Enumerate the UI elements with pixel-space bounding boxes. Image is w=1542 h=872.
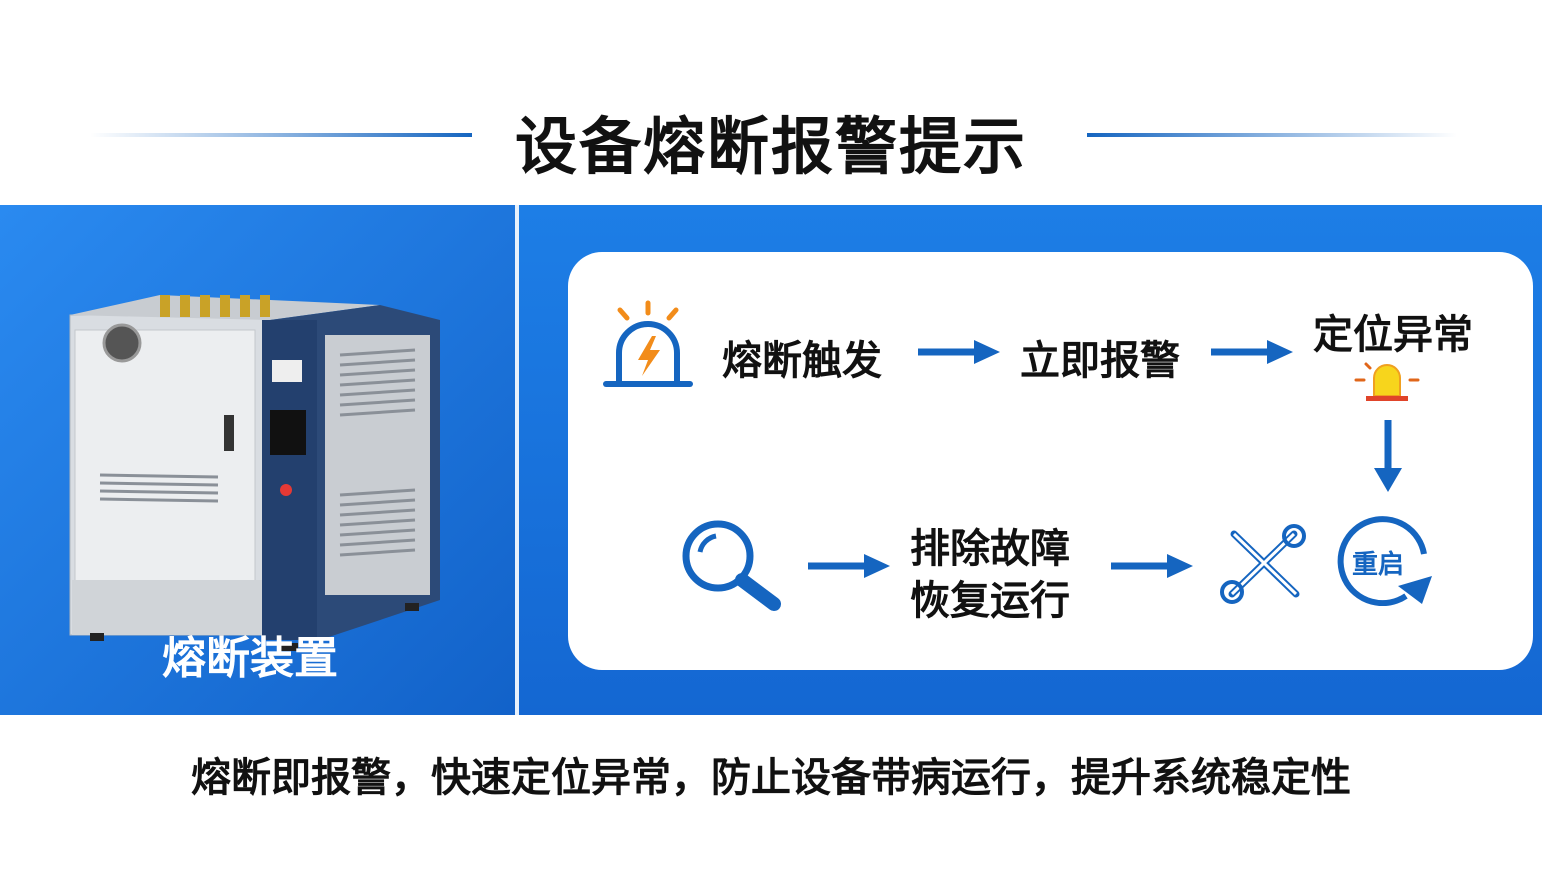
step-immediate-alarm: 立即报警 — [1020, 338, 1180, 384]
restart-icon: 重启 — [1336, 516, 1436, 606]
alarm-lightning-icon — [603, 300, 693, 387]
flow-card: 熔断触发 立即报警 定位异常 排除故障 恢复运行 重启 — [568, 252, 1533, 670]
summary-footer: 熔断即报警，快速定位异常，防止设备带病运行，提升系统稳定性 — [191, 755, 1351, 801]
title-decoration-left — [90, 133, 472, 137]
arrow-down-icon — [1374, 420, 1402, 492]
arrow-right-icon — [1111, 554, 1193, 578]
device-panel: 熔断装置 — [0, 205, 515, 715]
step-fuse-triggered: 熔断触发 — [722, 338, 882, 384]
restart-icon-text: 重启 — [1352, 550, 1405, 580]
wrench-tools-icon — [1220, 524, 1306, 604]
arrow-right-icon — [1211, 340, 1293, 364]
arrow-right-icon — [808, 554, 890, 578]
step-locate-anomaly: 定位异常 — [1313, 312, 1473, 358]
step-resume-operation: 恢复运行 — [910, 578, 1070, 624]
warning-light-icon — [1354, 362, 1420, 401]
magnifier-icon — [682, 520, 781, 611]
step-troubleshoot: 排除故障 — [910, 526, 1070, 572]
arrow-right-icon — [918, 340, 1000, 364]
device-label: 熔断装置 — [162, 633, 338, 684]
page-title: 设备熔断报警提示 — [514, 110, 1027, 183]
fuse-device-image — [69, 295, 440, 651]
title-decoration-right — [1087, 133, 1457, 137]
panel-divider — [515, 205, 519, 715]
